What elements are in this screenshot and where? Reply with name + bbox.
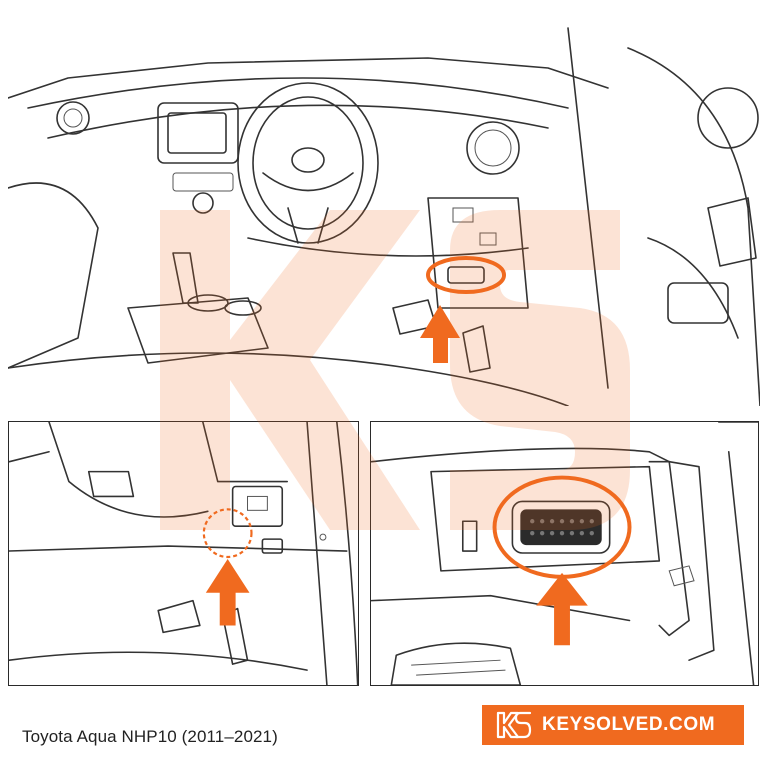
ks-logo-icon	[496, 711, 532, 739]
arrow-up-icon	[536, 572, 588, 646]
vehicle-caption: Toyota Aqua NHP10 (2011–2021)	[22, 727, 278, 746]
under-dash-drawing	[9, 422, 358, 685]
brand-name: KEYSOLVED.COM	[542, 714, 716, 735]
brand-badge[interactable]: KEYSOLVED.COM	[482, 705, 744, 745]
arrow-up-icon	[420, 305, 460, 363]
dashboard-interior-drawing	[8, 27, 760, 406]
obd-port-dashed-highlight	[202, 508, 253, 559]
obd2-port-drawing	[371, 422, 758, 685]
dashboard-overview-illustration	[8, 8, 760, 406]
obd2-port-closeup-illustration	[370, 421, 759, 686]
obd-port-highlight-ring	[426, 256, 506, 294]
arrow-up-icon	[205, 558, 250, 626]
under-dash-closeup-illustration	[8, 421, 359, 686]
